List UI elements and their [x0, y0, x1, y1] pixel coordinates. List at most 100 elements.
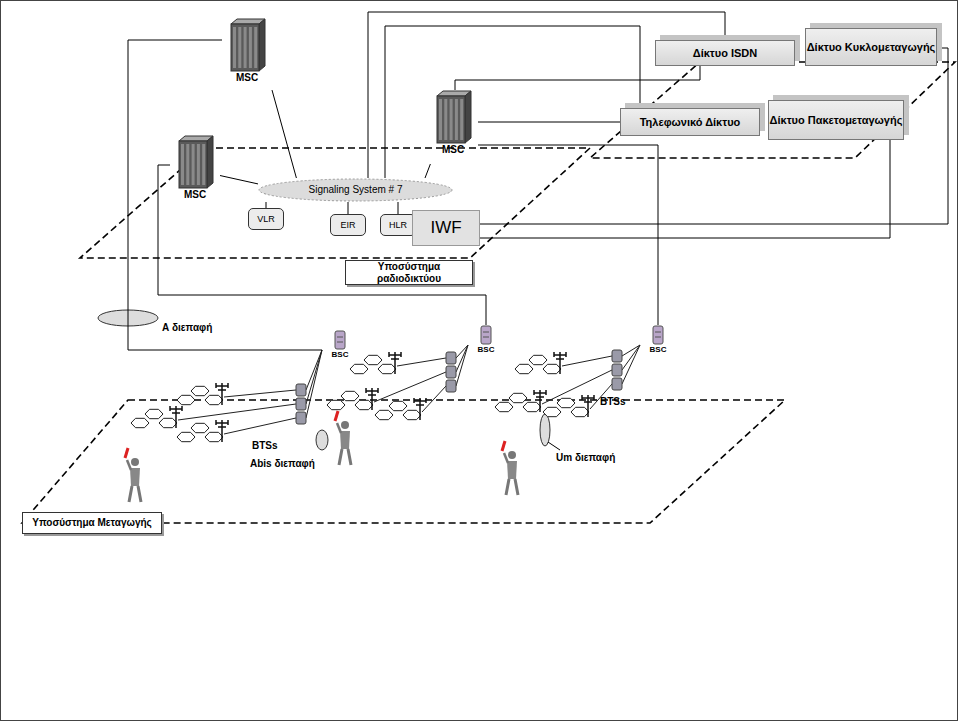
interface-oval [316, 430, 328, 450]
node-text: MSC [184, 189, 206, 201]
bts-link [622, 345, 640, 370]
cell-hexagon [364, 355, 382, 364]
leader-line [548, 442, 560, 450]
cell-hexagon [389, 401, 407, 410]
bts-unit [446, 366, 456, 378]
bsc-icon [334, 330, 346, 350]
network-plane [590, 62, 955, 158]
antenna-tower [366, 388, 378, 410]
cell-hexagon [159, 418, 177, 427]
interface-oval [540, 414, 550, 446]
cell-hexagon [145, 409, 163, 418]
network-box: Δίκτυο Πακετομεταγωγής [768, 100, 904, 140]
network-box: Δίκτυο Κυκλομεταγωγής [805, 28, 937, 66]
cell-hexagon [191, 423, 209, 432]
bsc-unit: BSC [640, 325, 676, 365]
cell-hexagon [191, 386, 209, 395]
antenna-tower [216, 383, 228, 405]
node-text: MSC [442, 144, 464, 156]
bts-link [456, 345, 468, 372]
cell-hexagon [205, 432, 223, 441]
cell-hexagon [355, 400, 373, 409]
antenna-tower [389, 352, 401, 374]
network-box: Τηλεφωνικό Δίκτυο [620, 108, 760, 136]
bts-link [456, 345, 468, 386]
bts-link [224, 390, 296, 397]
connector-line [480, 140, 890, 238]
connector-line [398, 202, 399, 214]
cell-hexagon [403, 410, 421, 419]
interface-label: BTSs [252, 440, 278, 451]
subsystem-tag: Υποσύστημα ραδιοδικτύου [345, 260, 473, 285]
cell-hexagon [341, 391, 359, 400]
node-text: Δίκτυο Κυκλομεταγωγής [807, 41, 936, 54]
cell-hexagon [205, 395, 223, 404]
antenna-tower [216, 420, 228, 442]
connector-line [425, 164, 430, 178]
switching-plane [22, 400, 785, 523]
cell-hexagon [131, 418, 149, 427]
bts-link [397, 358, 446, 366]
connector-line [385, 26, 640, 178]
antenna-tower [582, 395, 594, 417]
bsc-icon [480, 325, 492, 345]
connector-line [478, 145, 658, 325]
iwf-box: IWF [412, 210, 480, 246]
bts-unit [296, 384, 306, 396]
node-text: BSC [478, 345, 495, 354]
node-text: Δίκτυο ISDN [693, 47, 757, 60]
antenna-tower [414, 398, 426, 420]
node-text: Υποσύστημα ραδιοδικτύου [350, 261, 468, 284]
connector-line [348, 202, 349, 214]
cell-hexagon [350, 364, 368, 373]
cell-hexagon [509, 393, 527, 402]
bts-unit [446, 380, 456, 392]
cell-hexagon [327, 400, 345, 409]
register-box: HLR [380, 214, 416, 236]
node-text: BSC [650, 345, 667, 354]
register-box: EIR [330, 214, 366, 236]
network-box: Δίκτυο ISDN [655, 40, 795, 66]
mobile-user [335, 411, 351, 465]
interface-label: Α διεπαφή [162, 322, 212, 333]
connector-line [368, 12, 725, 178]
bts-link [224, 418, 296, 434]
node-text: MSC [236, 72, 258, 84]
mobile-user [502, 441, 518, 495]
node-text: BSC [332, 350, 349, 359]
connector-line [478, 122, 620, 123]
radio-plane [80, 148, 590, 258]
bts-link [178, 404, 296, 420]
bsc-unit: BSC [468, 325, 504, 365]
server-icon [175, 135, 215, 189]
bts-unit [612, 364, 622, 376]
bts-unit [612, 378, 622, 390]
server-icon [433, 90, 473, 144]
bts-unit [296, 398, 306, 410]
cell-hexagon [543, 407, 561, 416]
node-text: IWF [430, 218, 461, 238]
cell-hexagon [495, 402, 513, 411]
node-text: Υποσύστημα Μεταγωγής [32, 517, 152, 529]
bts-clusters [125, 345, 640, 502]
connector-line [480, 48, 948, 224]
msc-server: MSC [170, 135, 220, 209]
node-text: VLR [257, 214, 275, 224]
interface-label: BTSs [600, 396, 626, 407]
bts-link [622, 345, 640, 384]
antenna-tower [170, 406, 182, 428]
bts-link [306, 350, 322, 418]
connector-line [272, 90, 296, 178]
interface-label: Um διεπαφή [556, 452, 615, 463]
cell-hexagon [557, 398, 575, 407]
node-text: Signaling System # 7 [309, 184, 403, 196]
mobile-user [125, 448, 141, 502]
cell-hexagon [515, 364, 533, 373]
msc-server: MSC [428, 90, 478, 164]
node-text: Τηλεφωνικό Δίκτυο [640, 116, 741, 129]
bts-unit [296, 412, 306, 424]
bts-unit [446, 352, 456, 364]
